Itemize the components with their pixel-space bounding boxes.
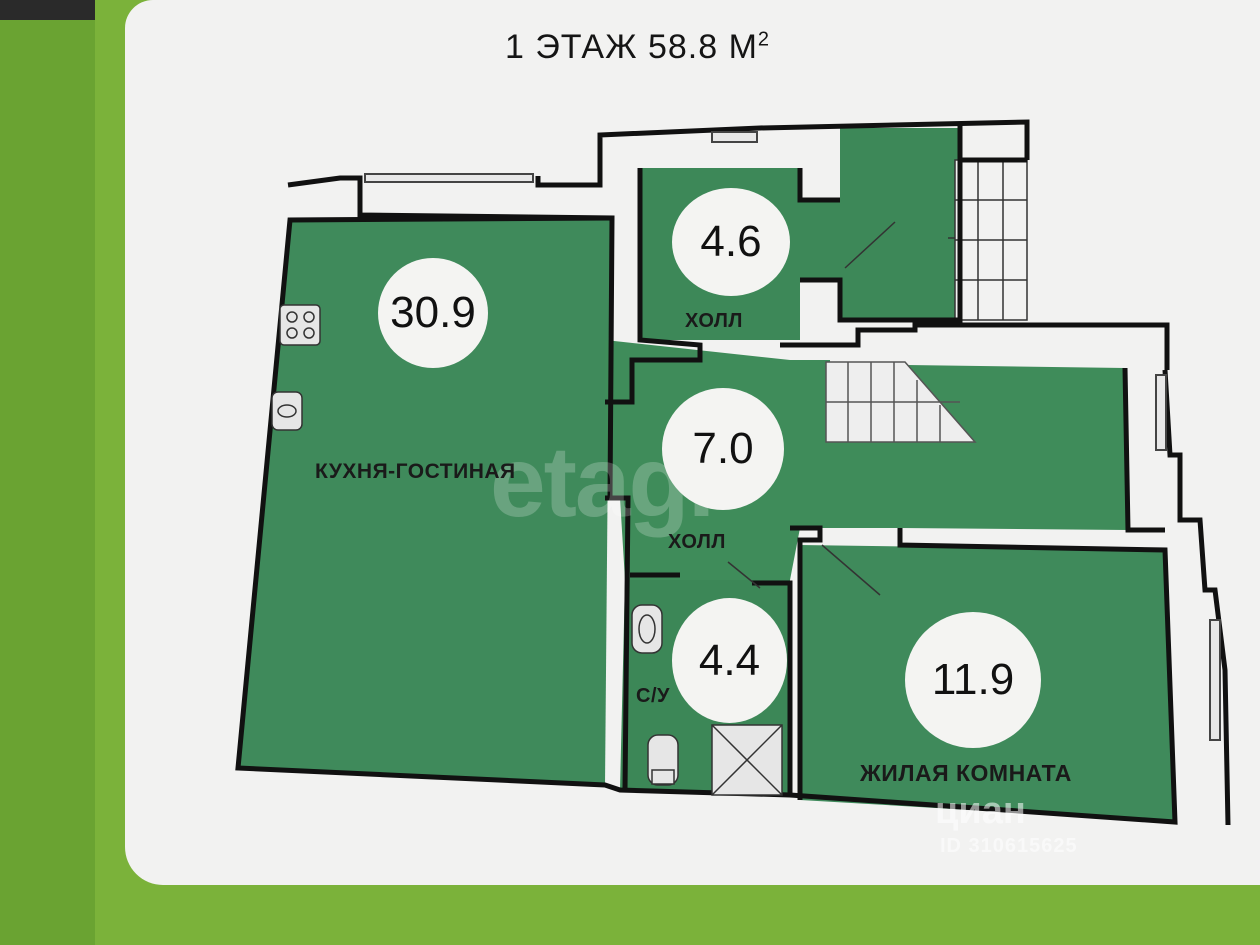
room-label-kitchen-living: КУХНЯ-ГОСТИНАЯ <box>315 460 516 483</box>
area-bubble-hall-upper: 4.6 <box>672 188 790 296</box>
floor-title-superscript: 2 <box>757 28 771 51</box>
room-label-living-room: ЖИЛАЯ КОМНАТА <box>860 760 1072 786</box>
room-label-hall-upper: ХОЛЛ <box>685 310 743 332</box>
cian-logo-watermark: циан <box>935 790 1026 832</box>
bathroom-sink-icon <box>631 604 663 654</box>
stove-icon <box>279 304 321 346</box>
area-bubble-hall-main: 7.0 <box>662 388 784 510</box>
area-bubble-bathroom: 4.4 <box>672 598 787 723</box>
kitchen-living-room-fill <box>238 220 610 785</box>
area-bubble-kitchen-living: 30.9 <box>378 258 488 368</box>
walls <box>235 119 1231 826</box>
room-label-hall-main: ХОЛЛ <box>668 531 726 553</box>
toilet-icon <box>647 734 679 786</box>
area-bubble-living-room: 11.9 <box>905 612 1041 748</box>
cian-listing-id: ID 310615625 <box>940 835 1078 857</box>
shower-icon <box>711 724 783 796</box>
door-swings <box>727 221 955 596</box>
floor-title: 1 ЭТАЖ 58.8 М2 <box>505 28 770 67</box>
staircase-upper <box>954 159 1028 321</box>
sink-icon <box>271 391 303 431</box>
room-label-bathroom: С/У <box>636 685 670 707</box>
staircase-lower <box>825 361 977 443</box>
windows <box>364 131 1221 741</box>
floor-title-text: 1 ЭТАЖ 58.8 М <box>505 28 758 66</box>
